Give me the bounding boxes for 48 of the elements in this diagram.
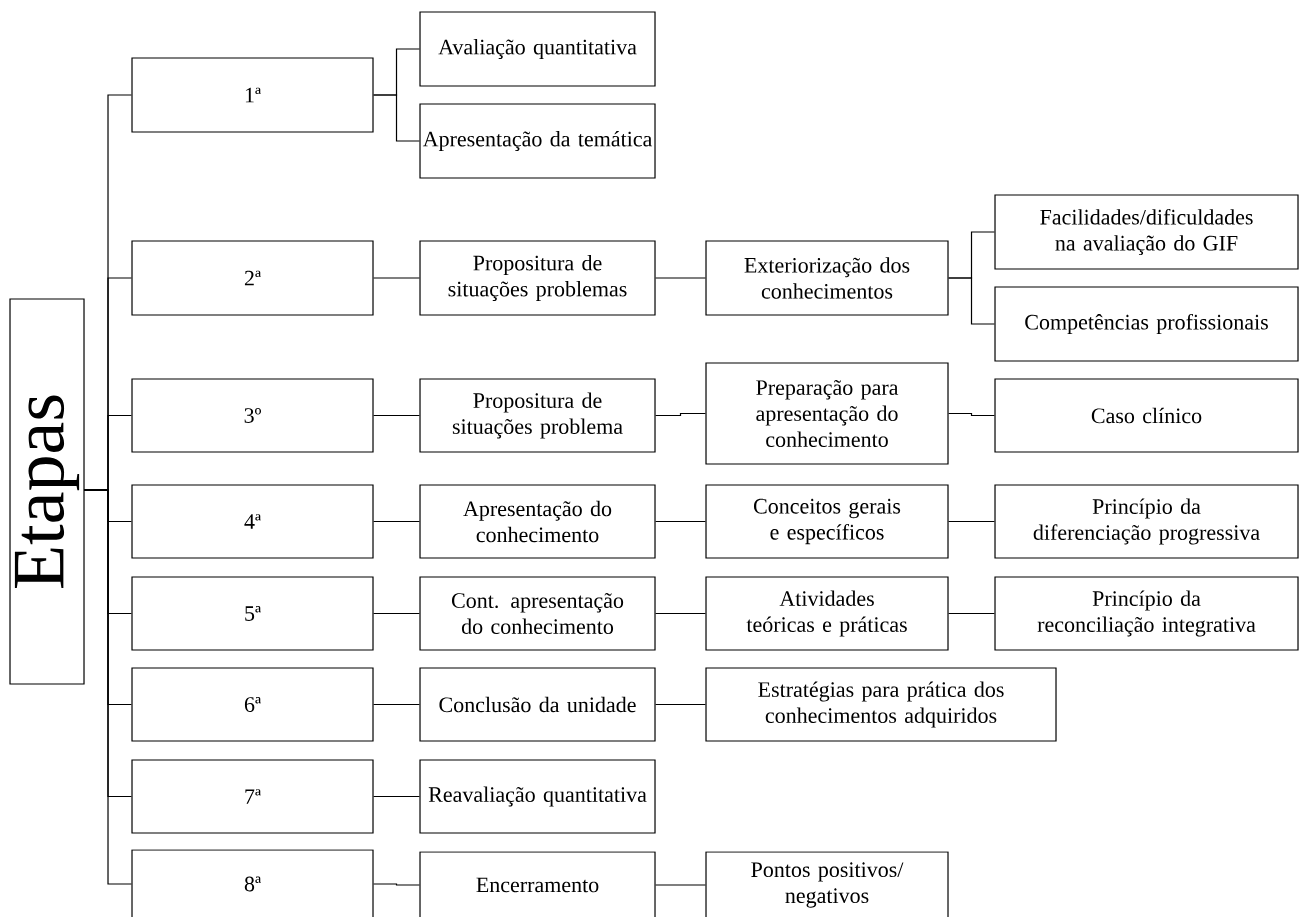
connector-line xyxy=(373,520,420,523)
step-box: Competências profissionais xyxy=(994,286,1299,362)
connector-line xyxy=(655,277,706,279)
connector-line xyxy=(655,884,706,886)
connector-line xyxy=(948,520,995,523)
connector-line xyxy=(948,412,995,417)
step-box: 7ª xyxy=(131,759,374,834)
step-box: Preparação para apresentação do conhecimento xyxy=(705,362,949,465)
connector-line xyxy=(373,703,420,706)
step-box: Conceitos gerais e específicos xyxy=(705,484,949,559)
connector-line xyxy=(655,703,706,706)
step-box: Propositura de situações problemas xyxy=(419,240,656,316)
step-box: 6ª xyxy=(131,667,374,742)
step-box: Exteriorização dos conhecimentos xyxy=(705,240,949,316)
step-box: Princípio da diferenciação progressiva xyxy=(994,484,1299,559)
title-box: Etapas xyxy=(9,298,85,685)
connector-line xyxy=(373,277,420,279)
step-box: 4ª xyxy=(131,484,374,559)
step-box: Apresentação do conhecimento xyxy=(419,484,656,559)
step-box: 8ª xyxy=(131,849,374,917)
step-box: Caso clínico xyxy=(994,378,1299,453)
step-box: 2ª xyxy=(131,240,374,316)
connector-line xyxy=(373,94,420,142)
step-box: Princípio da reconciliação integrativa xyxy=(994,576,1299,651)
step-box: Estratégias para prática dos conhecimentos adquiridos xyxy=(705,667,1057,742)
connector-line xyxy=(655,612,706,615)
connector-line xyxy=(83,489,132,885)
connector-line xyxy=(655,412,706,417)
connector-line xyxy=(373,883,420,886)
step-box: Conclusão da unidade xyxy=(419,667,656,742)
step-box: Reavaliação quantitativa xyxy=(419,759,656,834)
connector-line xyxy=(948,612,995,615)
step-box: Cont. apresentação do conhecimento xyxy=(419,576,656,651)
step-box: Atividades teóricas e práticas xyxy=(705,576,949,651)
step-box: Propositura de situações problema xyxy=(419,378,656,453)
step-box: 5ª xyxy=(131,576,374,651)
connector-line xyxy=(373,795,420,798)
connector-line xyxy=(948,277,995,325)
step-box: Encerramento xyxy=(419,851,656,917)
step-box: Facilidades/dificuldades na avaliação do GIF xyxy=(994,194,1299,270)
connector-line xyxy=(373,612,420,615)
step-box: 1ª xyxy=(131,57,374,133)
step-box: Apresentação da temática xyxy=(419,103,656,179)
step-box: 3º xyxy=(131,378,374,453)
step-box: Avaliação quantitativa xyxy=(419,11,656,87)
connector-line xyxy=(373,414,420,417)
connector-line xyxy=(655,520,706,523)
step-box: Pontos positivos/ negativos xyxy=(705,851,949,917)
